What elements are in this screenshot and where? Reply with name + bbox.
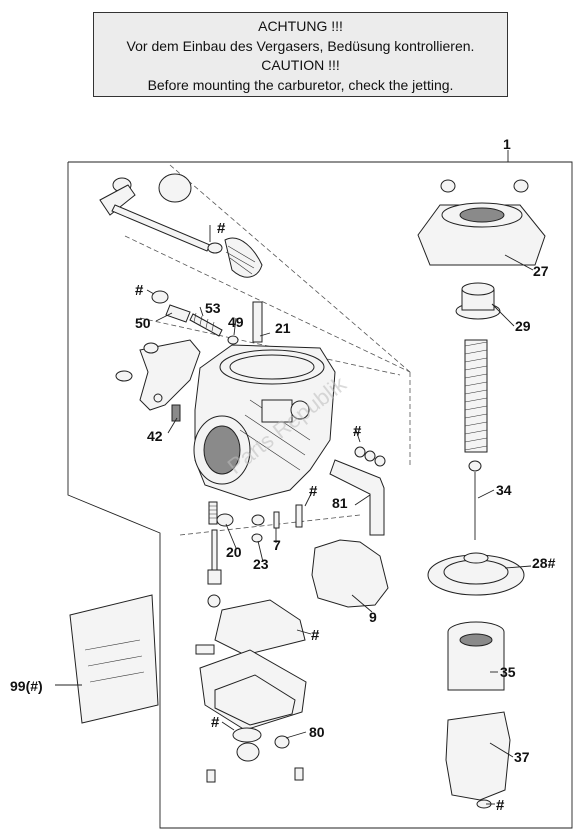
label-99: 99(#) bbox=[10, 678, 43, 694]
label-27: 27 bbox=[533, 263, 549, 279]
hash-marker: # bbox=[496, 797, 505, 814]
slide-cap bbox=[455, 282, 501, 320]
label-37: 37 bbox=[514, 749, 530, 765]
hose-81 bbox=[329, 459, 385, 536]
label-80: 80 bbox=[309, 724, 325, 740]
label-42: 42 bbox=[147, 428, 163, 444]
label-53: 53 bbox=[205, 300, 221, 316]
throttle-bracket bbox=[115, 339, 201, 422]
label-34: 34 bbox=[496, 482, 512, 498]
notice-line-2: Vor dem Einbau des Vergasers, Bedüsung k… bbox=[126, 37, 475, 54]
label-7: 7 bbox=[273, 537, 281, 553]
idle-screw-set bbox=[151, 290, 263, 345]
hash-marker: # bbox=[309, 483, 318, 500]
instruction-booklet bbox=[69, 594, 159, 724]
top-cover bbox=[417, 179, 546, 266]
choke-housing bbox=[311, 539, 389, 608]
label-81: 81 bbox=[332, 495, 348, 511]
notice-line-3: CAUTION !!! bbox=[261, 57, 340, 73]
hash-marker: # bbox=[135, 282, 144, 299]
hash-marker: # bbox=[211, 714, 220, 731]
throttle-slide bbox=[447, 621, 505, 691]
slide-spring bbox=[464, 339, 488, 453]
label-50: 50 bbox=[135, 315, 151, 331]
label-20: 20 bbox=[226, 544, 242, 560]
notice-line-4: Before mounting the carburetor, check th… bbox=[147, 76, 454, 93]
carburetor-body bbox=[193, 344, 336, 501]
assembly-outline bbox=[67, 161, 573, 829]
assembly-label: 1 bbox=[503, 136, 511, 152]
hash-marker: # bbox=[311, 627, 320, 644]
label-29: 29 bbox=[515, 318, 531, 334]
float-bowl bbox=[195, 599, 307, 783]
jet-needle bbox=[468, 460, 482, 540]
label-28: 28# bbox=[532, 555, 556, 571]
label-23: 23 bbox=[253, 556, 269, 572]
notice-line-1: ACHTUNG !!! bbox=[258, 18, 343, 34]
hash-marker: # bbox=[217, 220, 226, 237]
slide-housing bbox=[445, 711, 511, 809]
caution-notice-box: ACHTUNG !!! Vor dem Einbau des Vergasers… bbox=[93, 12, 508, 97]
label-49: 49 bbox=[228, 314, 244, 330]
jet-group bbox=[207, 501, 303, 608]
label-9: 9 bbox=[369, 609, 377, 625]
label-35: 35 bbox=[500, 664, 516, 680]
throttle-shaft-assembly bbox=[99, 173, 263, 278]
hash-marker: # bbox=[353, 423, 362, 440]
diaphragm bbox=[427, 552, 525, 596]
label-21: 21 bbox=[275, 320, 291, 336]
